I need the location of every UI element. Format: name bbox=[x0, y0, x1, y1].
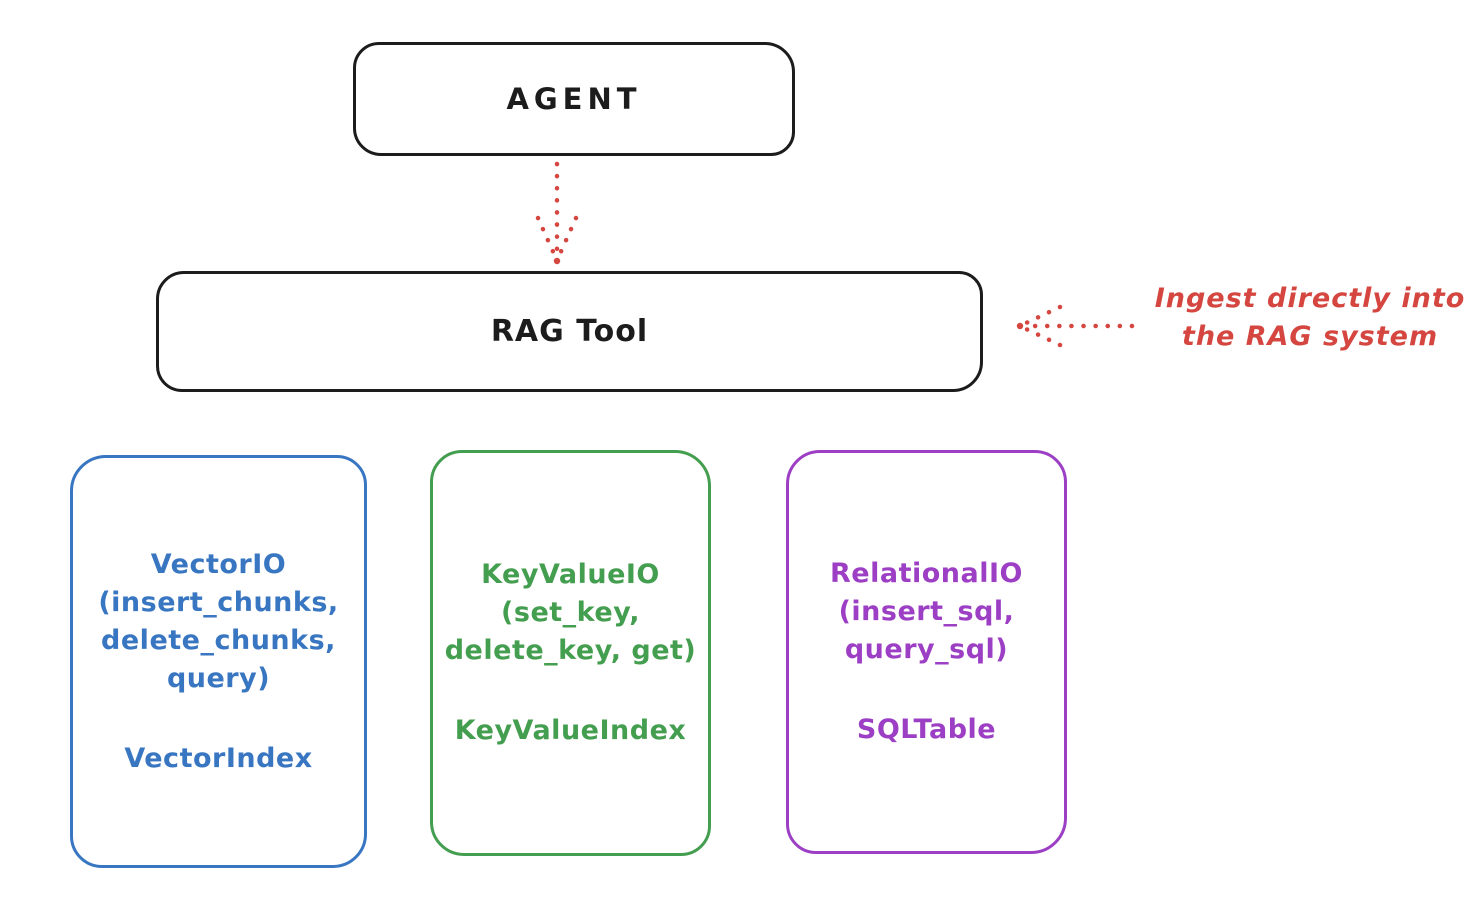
vector-io-line: delete_chunks, bbox=[101, 624, 336, 656]
relational-io-line: query_sql) bbox=[844, 634, 1009, 665]
ingest-dotted-arrow-icon bbox=[1016, 304, 1135, 348]
agent-box[interactable]: AGENT bbox=[353, 42, 795, 156]
vector-index-label: VectorIndex bbox=[124, 742, 313, 774]
ingest-annotation: Ingest directly into the RAG system bbox=[1138, 280, 1482, 356]
vector-io-line: (insert_chunks, bbox=[98, 586, 339, 618]
ingest-annotation-line-2: the RAG system bbox=[1181, 321, 1439, 352]
vector-io-box[interactable]: VectorIO (insert_chunks, delete_chunks, … bbox=[70, 455, 367, 868]
key-value-io-line: (set_key, bbox=[501, 597, 640, 628]
key-value-io-line: delete_key, get) bbox=[444, 635, 697, 666]
key-value-index-label: KeyValueIndex bbox=[454, 715, 687, 746]
rag-tool-box[interactable]: RAG Tool bbox=[156, 271, 983, 392]
agent-to-rag-dotted-arrow-icon bbox=[535, 161, 579, 265]
vector-io-line: VectorIO bbox=[150, 548, 287, 580]
key-value-io-line: KeyValueIO bbox=[481, 559, 660, 590]
relational-io-line: RelationalIO bbox=[830, 558, 1023, 589]
rag-tool-label: RAG Tool bbox=[490, 314, 649, 349]
ingest-annotation-line-1: Ingest directly into bbox=[1154, 283, 1466, 314]
relational-io-line: (insert_sql, bbox=[838, 596, 1015, 627]
key-value-io-box[interactable]: KeyValueIO (set_key, delete_key, get) Ke… bbox=[430, 450, 711, 856]
relational-io-box[interactable]: RelationalIO (insert_sql, query_sql) SQL… bbox=[786, 450, 1067, 854]
vector-io-line: query) bbox=[166, 662, 271, 694]
agent-label: AGENT bbox=[506, 82, 642, 116]
sql-table-label: SQLTable bbox=[856, 714, 997, 745]
